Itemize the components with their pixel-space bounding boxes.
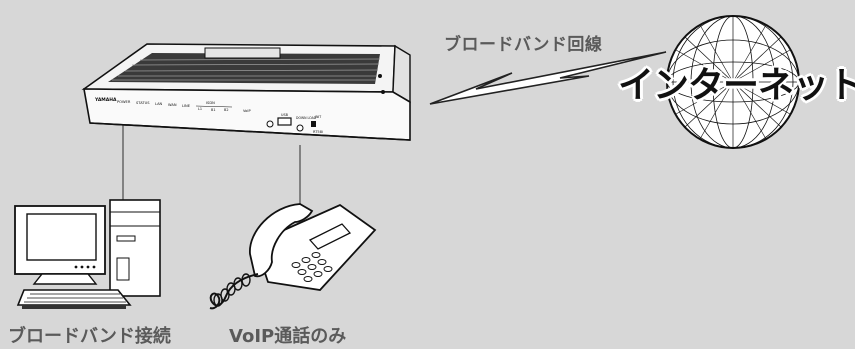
router-device: YAMAHA POWER STATUS LAN WAN LINE ISDN L1… xyxy=(81,43,411,141)
pc-icon xyxy=(14,199,161,309)
indicator-isdn: ISDN xyxy=(206,101,215,105)
indicator-power: POWER xyxy=(117,100,131,104)
broadband-lightning-icon xyxy=(429,51,667,105)
indicator-line: LINE xyxy=(182,104,191,108)
router-brand: YAMAHA xyxy=(94,97,117,103)
download-button xyxy=(296,124,304,132)
phone-icon xyxy=(209,203,377,310)
voip-phone-label: VoIP通話のみ xyxy=(229,326,347,347)
usb-label: USB xyxy=(281,113,289,117)
indicator-status: STATUS xyxy=(136,101,150,105)
init-label: INIT xyxy=(315,115,321,119)
router-port-button xyxy=(266,120,274,128)
internet-label: インターネット xyxy=(618,65,855,106)
broadband-line-label: ブロードバンド回線 xyxy=(444,35,603,55)
indicator-isdn-b2: B2 xyxy=(224,108,228,112)
indicator-isdn-b1: B1 xyxy=(211,108,215,112)
pc-connection-label: ブロードバンド接続 xyxy=(8,326,171,347)
globe-icon xyxy=(666,15,800,149)
download-label: DOWN LOAD xyxy=(296,116,317,120)
indicator-voip: VoIP xyxy=(243,109,251,113)
indicator-wan: WAN xyxy=(168,103,177,107)
usb-port xyxy=(277,117,292,126)
router-model: RT58i xyxy=(313,130,323,134)
init-switch xyxy=(311,121,316,127)
indicator-lan: LAN xyxy=(155,102,163,106)
indicator-isdn-l1: L1 xyxy=(198,107,202,111)
